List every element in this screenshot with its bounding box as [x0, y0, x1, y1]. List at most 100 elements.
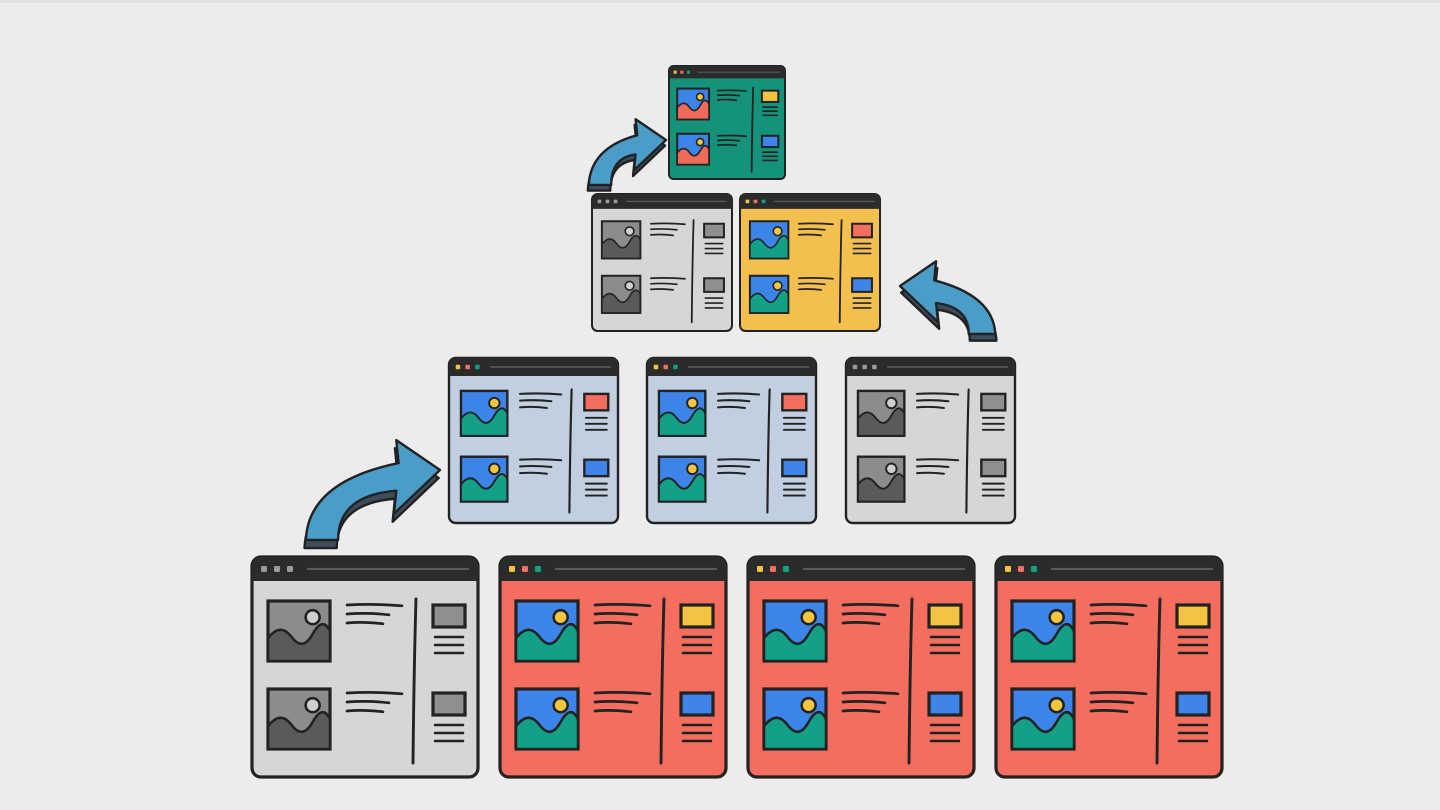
- text-line: [1089, 621, 1129, 626]
- text-line: [345, 691, 404, 696]
- sidebar-box: [927, 603, 963, 629]
- text-line: [649, 228, 678, 231]
- text-line: [916, 392, 960, 396]
- text-line: [841, 700, 887, 705]
- text-line: [717, 471, 746, 475]
- text-line: [797, 282, 826, 286]
- sidebar-box: [851, 222, 873, 239]
- image-placeholder-icon: [657, 455, 707, 503]
- sidebar-box: [1175, 691, 1211, 717]
- text-line: [649, 277, 686, 280]
- text-line: [716, 143, 738, 147]
- window-control-dot: [274, 566, 280, 572]
- arrow-face: [304, 438, 442, 542]
- image-placeholder-icon: [676, 87, 711, 121]
- sidebar-box: [1175, 603, 1211, 629]
- text-line: [1089, 709, 1129, 714]
- window-control-dot: [673, 364, 678, 370]
- image-placeholder-icon: [762, 599, 828, 663]
- text-line: [716, 139, 741, 142]
- text-line: [593, 691, 652, 696]
- column-divider: [907, 597, 914, 765]
- text-line: [716, 134, 747, 138]
- text-line: [1089, 612, 1135, 617]
- arrow-middle-to-upper: [898, 260, 998, 342]
- image-placeholder-icon: [762, 687, 828, 751]
- image-placeholder-icon: [459, 389, 509, 437]
- sidebar-box: [781, 458, 808, 478]
- text-line: [716, 94, 741, 97]
- sidebar-box: [980, 392, 1007, 412]
- window-control-dot: [783, 566, 789, 572]
- image-placeholder-icon: [266, 599, 332, 663]
- window-upper-0: [591, 193, 733, 332]
- text-line: [345, 709, 385, 714]
- text-line: [593, 612, 639, 617]
- window-middle-1: [645, 356, 818, 525]
- window-control-dot: [522, 566, 528, 572]
- sidebar-box: [703, 277, 725, 293]
- column-divider: [568, 388, 573, 514]
- text-line: [1089, 603, 1148, 608]
- text-line: [593, 621, 633, 626]
- text-line: [345, 700, 391, 705]
- text-line: [649, 222, 686, 226]
- sidebar-box: [703, 222, 725, 239]
- window-control-dot: [475, 364, 480, 370]
- text-line: [716, 98, 738, 102]
- text-line: [841, 612, 887, 617]
- text-line: [593, 700, 639, 705]
- text-line: [649, 233, 675, 237]
- text-line: [1089, 691, 1148, 696]
- text-line: [717, 405, 746, 409]
- text-line: [345, 603, 404, 608]
- text-line: [797, 222, 834, 226]
- sidebar-box: [760, 89, 780, 103]
- window-control-dot: [663, 364, 668, 370]
- text-line: [717, 399, 751, 403]
- window-control-dot: [613, 199, 618, 204]
- text-line: [841, 603, 900, 608]
- column-divider: [411, 597, 418, 765]
- image-placeholder-icon: [1010, 687, 1076, 751]
- window-control-dot: [465, 364, 470, 370]
- text-line: [717, 458, 761, 462]
- window-control-dot: [757, 566, 763, 572]
- top-edge-shade: [0, 0, 1440, 3]
- sidebar-box: [431, 691, 467, 717]
- text-line: [916, 464, 950, 469]
- text-line: [519, 405, 548, 409]
- column-divider: [838, 219, 843, 324]
- window-control-dot: [455, 364, 461, 370]
- window-control-dot: [653, 364, 659, 370]
- image-placeholder-icon: [748, 274, 790, 314]
- text-line: [916, 405, 945, 409]
- image-placeholder-icon: [514, 599, 580, 663]
- text-line: [797, 228, 826, 231]
- window-control-dot: [745, 199, 750, 204]
- text-line: [916, 399, 950, 403]
- window-control-dot: [535, 566, 541, 572]
- window-control-dot: [680, 70, 684, 74]
- text-line: [797, 277, 834, 280]
- column-divider: [766, 388, 771, 514]
- sidebar-box: [760, 134, 780, 149]
- column-divider: [1155, 597, 1162, 765]
- text-line: [593, 709, 633, 714]
- text-line: [519, 464, 553, 469]
- sidebar-box: [583, 392, 610, 412]
- text-line: [916, 458, 960, 462]
- text-line: [797, 288, 823, 291]
- sidebar-box: [679, 603, 715, 629]
- sidebar-box: [583, 458, 610, 478]
- text-line: [916, 471, 945, 475]
- image-placeholder-icon: [657, 389, 707, 437]
- arrow-upper-to-top: [586, 118, 668, 192]
- column-divider: [690, 219, 695, 324]
- window-control-dot: [753, 199, 758, 204]
- text-line: [649, 282, 678, 286]
- window-control-dot: [605, 199, 610, 204]
- text-line: [519, 458, 563, 462]
- column-divider: [659, 597, 666, 765]
